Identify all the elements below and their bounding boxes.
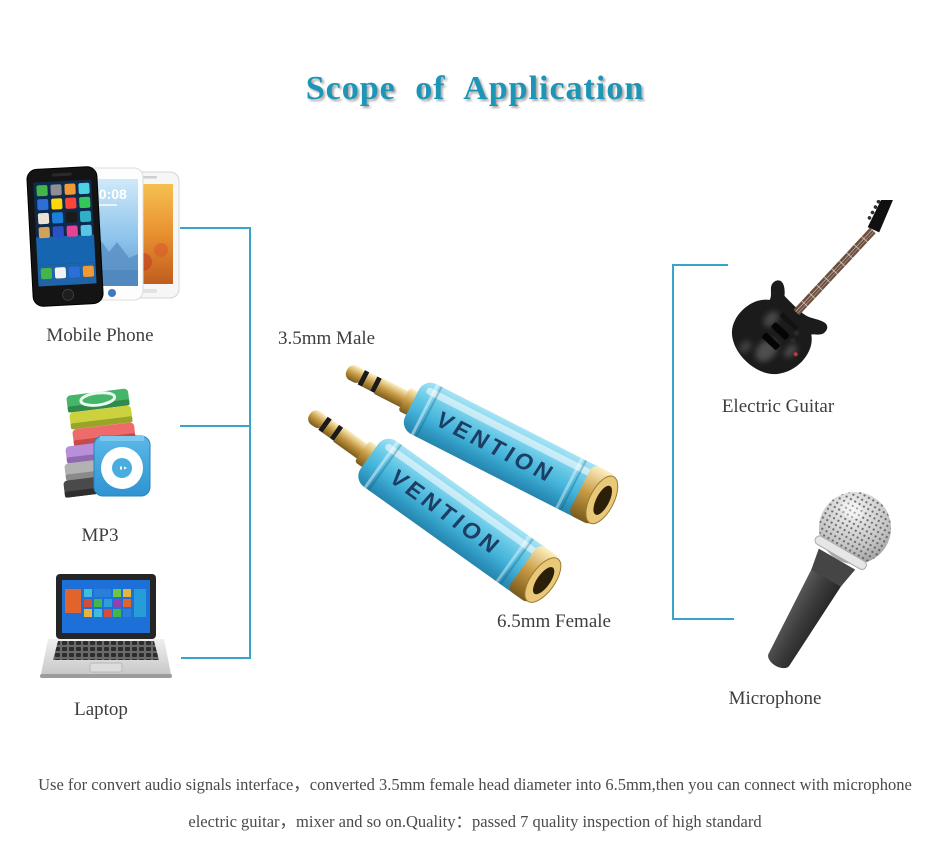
adapters-image: VENTION [295, 350, 626, 611]
connector-left-vertical [249, 227, 251, 659]
connector-laptop [181, 657, 251, 659]
electric-guitar-label: Electric Guitar [721, 396, 835, 417]
connector-mobile [180, 227, 251, 229]
description-line-1: Use for convert audio signals interface，… [38, 775, 912, 794]
connector-right-vertical [672, 264, 674, 620]
male-plug-label: 3.5mm Male [278, 328, 376, 349]
mobile-phones-image: 10:08 [26, 166, 180, 307]
mp3-label: MP3 [81, 525, 119, 546]
laptop-screen [56, 574, 156, 639]
female-socket-label: 6.5mm Female [497, 611, 611, 632]
phone-clock-text: 10:08 [91, 186, 127, 202]
guitar-frets [801, 236, 868, 307]
mp3-players-image [63, 388, 151, 498]
microphone [768, 492, 891, 669]
microphone-image [768, 492, 891, 669]
guitar [731, 200, 893, 374]
electric-guitar-image [731, 200, 893, 374]
connector-microphone [674, 618, 734, 620]
laptop-base [40, 639, 172, 678]
microphone-label: Microphone [728, 688, 822, 709]
page-title: Scope of Application [305, 70, 645, 107]
connector-guitar [674, 264, 728, 266]
description-text: Use for convert audio signals interface，… [0, 771, 950, 832]
mobile-phone-label: Mobile Phone [46, 325, 154, 346]
app-icon-grid [36, 182, 95, 280]
shuffle-front-blue [93, 435, 151, 497]
description-line-2: electric guitar，mixer and so on.Quality：… [188, 812, 762, 831]
phone-iphone [26, 166, 104, 307]
connector-mp3 [180, 425, 251, 427]
guitar-tuners [867, 200, 881, 220]
laptop-image [40, 574, 172, 678]
laptop-label: Laptop [74, 699, 128, 720]
